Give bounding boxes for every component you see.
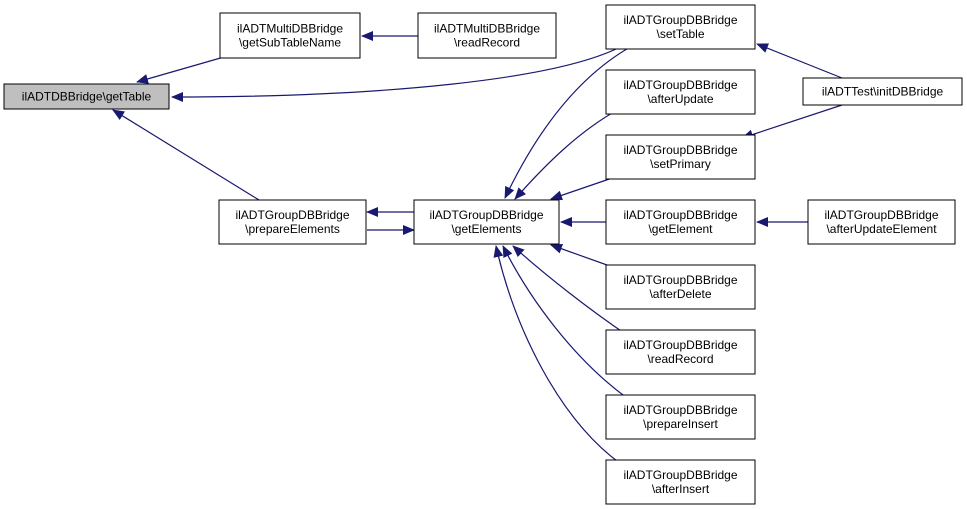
node-label-line: ilADTGroupDBBridge: [429, 208, 543, 222]
node-box: [605, 199, 756, 245]
node-box: [807, 199, 956, 245]
node-grp-prepare-el[interactable]: ilADTGroupDBBridge\prepareElements: [218, 199, 367, 245]
node-label-line: \getElements: [451, 222, 521, 236]
node-box: [417, 12, 557, 59]
edge-n_grp_readrecord-to-n_grp_getelements: [512, 245, 628, 336]
node-label-line: \getElement: [648, 222, 713, 236]
node-label-line: \afterInsert: [652, 482, 710, 496]
edge-line: [514, 107, 622, 200]
node-grp-getelements[interactable]: ilADTGroupDBBridge\getElements: [413, 199, 560, 245]
node-grp-getelement[interactable]: ilADTGroupDBBridge\getElement: [605, 199, 756, 245]
node-box: [219, 12, 361, 59]
node-box: [413, 199, 560, 245]
edge-line: [502, 245, 628, 399]
node-label-line: \setTable: [656, 27, 704, 41]
node-box: [605, 4, 756, 50]
edge-n_grp_prepareinsert-to-n_grp_getelements: [502, 245, 628, 399]
node-grp-prepareinsert[interactable]: ilADTGroupDBBridge\prepareInsert: [605, 394, 756, 440]
node-grp-settable[interactable]: ilADTGroupDBBridge\setTable: [605, 4, 756, 50]
node-label-line: ilADTGroupDBBridge: [623, 338, 737, 352]
node-label-line: \afterUpdateElement: [826, 222, 937, 236]
node-label-line: \getSubTableName: [239, 36, 341, 50]
node-label-line: ilADTDBBridge\getTable: [22, 90, 152, 104]
node-grp-afterupdateelement[interactable]: ilADTGroupDBBridge\afterUpdateElement: [807, 199, 956, 245]
edge-n_test_init-to-n_grp_setprimary: [741, 104, 843, 140]
node-label-line: ilADTGroupDBBridge: [623, 403, 737, 417]
node-multi-getsub[interactable]: ilADTMultiDBBridge\getSubTableName: [219, 12, 361, 59]
node-test-init[interactable]: ilADTTest\initDBBridge: [802, 77, 963, 106]
node-label-line: \setPrimary: [650, 157, 711, 171]
node-box: [605, 69, 756, 115]
edge-line: [741, 104, 843, 140]
node-grp-afterdelete[interactable]: ilADTGroupDBBridge\afterDelete: [605, 264, 756, 310]
edge-n_test_init-to-n_grp_settable: [756, 43, 843, 79]
node-label-line: ilADTGroupDBBridge: [623, 13, 737, 27]
node-label-line: ilADTMultiDBBridge: [434, 22, 540, 36]
edge-n_grp_settable-to-n_grp_getelements: [504, 45, 633, 199]
node-label-line: \afterDelete: [649, 287, 711, 301]
node-label-line: ilADTMultiDBBridge: [237, 22, 343, 36]
node-label-line: ilADTGroupDBBridge: [623, 208, 737, 222]
node-box: [802, 77, 963, 106]
node-label-line: \readRecord: [454, 36, 520, 50]
node-label-line: \prepareInsert: [643, 417, 718, 431]
edge-line: [504, 45, 633, 199]
edge-line: [112, 109, 260, 201]
node-grp-readrecord[interactable]: ilADTGroupDBBridge\readRecord: [605, 329, 756, 375]
node-label-line: ilADTGroupDBBridge: [623, 143, 737, 157]
nodes-layer: ilADTDBBridge\getTable ilADTMultiDBBridge…: [3, 4, 963, 505]
node-label-line: ilADTGroupDBBridge: [235, 208, 349, 222]
node-label-line: ilADTGroupDBBridge: [623, 78, 737, 92]
node-box: [218, 199, 367, 245]
edge-line: [512, 245, 628, 336]
node-label-line: ilADTGroupDBBridge: [623, 468, 737, 482]
edge-n_multi_getsub-to-n_gettable: [136, 56, 225, 84]
edge-line: [493, 245, 622, 465]
edge-n_grp_afterupdate-to-n_grp_getelements: [514, 107, 622, 200]
node-box: [605, 329, 756, 375]
node-box: [605, 459, 756, 505]
node-label-line: \readRecord: [647, 352, 713, 366]
node-multi-read[interactable]: ilADTMultiDBBridge\readRecord: [417, 12, 557, 59]
node-grp-afterinsert[interactable]: ilADTGroupDBBridge\afterInsert: [605, 459, 756, 505]
edge-line: [171, 44, 625, 102]
node-grp-setprimary[interactable]: ilADTGroupDBBridge\setPrimary: [605, 134, 756, 180]
node-box: [605, 134, 756, 180]
node-box: [605, 394, 756, 440]
edge-n_grp_afterinsert-to-n_grp_getelements: [493, 245, 622, 465]
node-label-line: \prepareElements: [245, 222, 340, 236]
node-grp-afterupdate[interactable]: ilADTGroupDBBridge\afterUpdate: [605, 69, 756, 115]
node-label-line: ilADTGroupDBBridge: [623, 273, 737, 287]
node-label-line: ilADTTest\initDBBridge: [822, 85, 944, 99]
node-box: [605, 264, 756, 310]
edge-line: [756, 43, 843, 79]
node-box: [3, 83, 170, 110]
edge-line: [136, 56, 225, 84]
node-gettable[interactable]: ilADTDBBridge\getTable: [3, 83, 170, 110]
node-label-line: \afterUpdate: [647, 92, 713, 106]
edge-n_grp_prepare_el-to-n_gettable: [112, 109, 260, 201]
node-label-line: ilADTGroupDBBridge: [824, 208, 938, 222]
edge-n_grp_settable-to-n_gettable: [171, 44, 625, 102]
